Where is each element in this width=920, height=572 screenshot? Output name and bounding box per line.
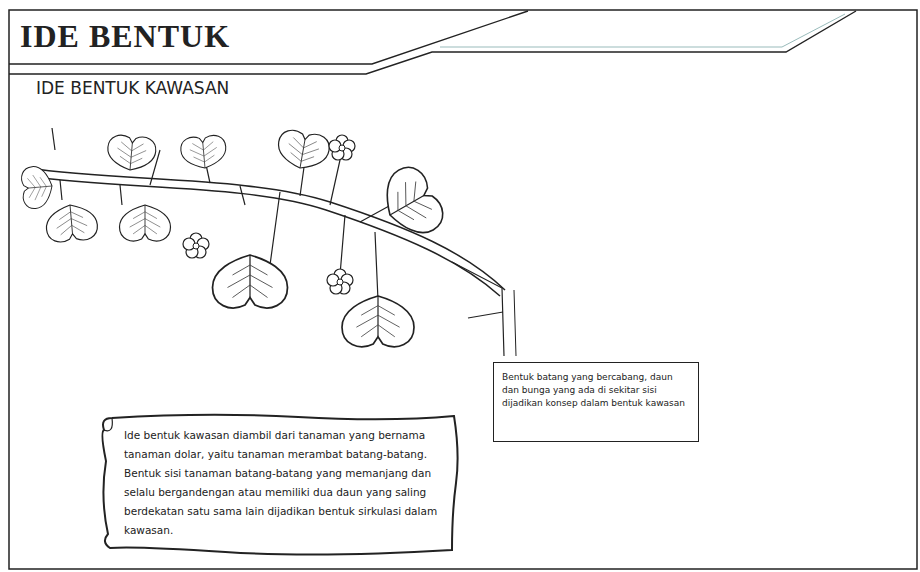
header-line (9, 11, 856, 74)
leader-line (468, 312, 503, 318)
plant-illustration (21, 128, 505, 347)
callout-box: Bentuk batang yang bercabang, daun dan b… (493, 362, 699, 442)
section-heading: IDE BENTUK KAWASAN (36, 78, 229, 98)
note-text: Bentuk batang yang bercabang, daun dan b… (502, 371, 690, 410)
sheet-frame (9, 10, 917, 569)
note-text: Ide bentuk kawasan diambil dari tanaman … (124, 426, 440, 540)
leader-line (514, 290, 516, 356)
scroll-note: Ide bentuk kawasan diambil dari tanaman … (98, 410, 462, 556)
header-line (440, 14, 845, 47)
sheet-title: IDE BENTUK (20, 18, 230, 55)
leader-line (452, 262, 504, 356)
scroll-curl (104, 418, 112, 431)
header-line (9, 11, 528, 64)
scroll-border (102, 415, 457, 555)
